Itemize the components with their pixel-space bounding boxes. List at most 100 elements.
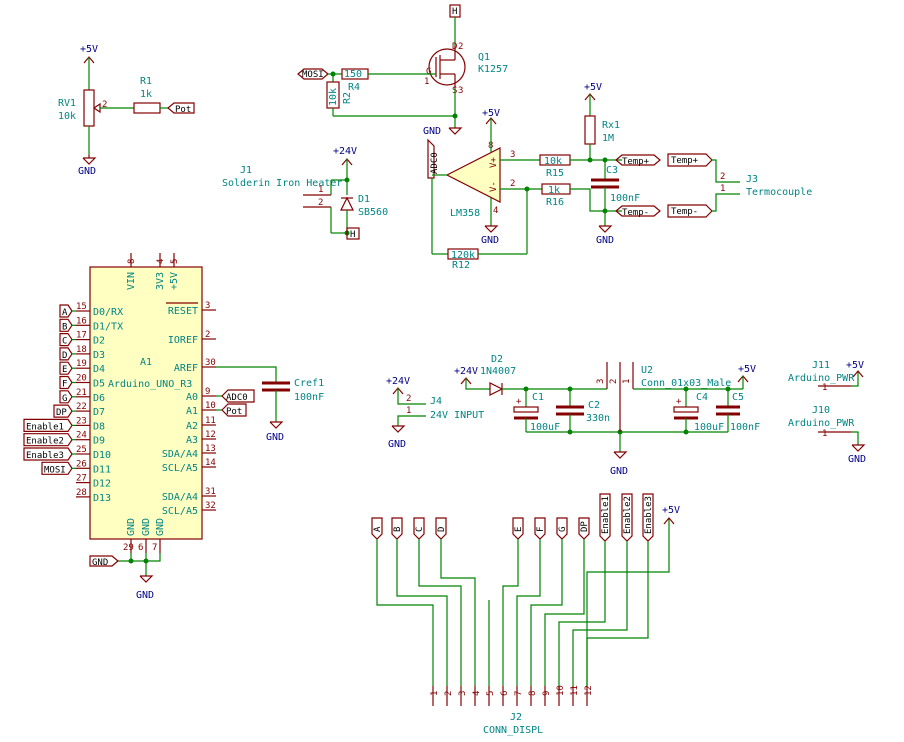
r15-ref: R15 [546,168,564,179]
c1-body [513,406,539,413]
j2-wire-9 [572,541,628,686]
j3-temp-plus-label [667,153,713,167]
a1-right-pin-num-10: 32 [205,501,216,511]
a1-net-label-text-7: DP [56,408,67,418]
a1-left-pin-name-3: D3 [93,350,105,361]
j4-gnd-symbol [391,425,406,433]
j4-24v-label: +24V [386,376,410,387]
j2-net-label-text-9: Enable2 [623,496,633,534]
temp-minus-label-opamp [615,205,661,217]
j2-wire-8 [558,541,606,686]
a1-right-pins: 3RESET2IOREF30AREF9A010A111A212A313SDA/A… [162,301,216,517]
a1-right-pin-name-10: SCL/A5 [162,506,198,517]
j2-pin-num-3: 4 [472,691,482,696]
j2-pin-num-5: 6 [500,691,510,696]
power-supply-circuit: +24V D2 1N4007 + C1 100uF C2 330n 3 2 1 … [454,354,760,477]
j11-5v-label: +5V [846,360,864,371]
j2-value: CONN_DISPL [483,725,543,736]
a1-left-pin-name-11: D11 [93,464,111,475]
a1-left-pin-name-2: D2 [93,336,105,347]
d1-value: SB560 [358,207,388,218]
r1-value: 1k [140,89,152,100]
u2-pin2: 2 [609,379,619,384]
cref1-gnd-label: GND [266,432,284,443]
j3-thermocouple: Temp+ Temp- 2 1 J3 Termocouple [667,153,812,218]
a1-right-pin-num-2: 30 [205,358,216,368]
pot-label-a1 [221,403,247,417]
j2-wire-0 [376,539,434,686]
a1-net-label-text-4: E [62,365,67,375]
j2-pin-num-7: 8 [528,691,538,696]
a1-net-label-11 [41,461,73,475]
u2-pin1: 1 [622,379,632,384]
j2-wire-3 [440,539,476,686]
j2-wire-1 [396,539,448,686]
j3-pin1: 1 [720,184,725,194]
j4-pin1: 1 [406,406,411,416]
a1-left-pin-name-1: D1/TX [93,321,123,332]
j2-net-label-text-4: E [514,527,524,532]
j2-net-label-text-2: C [415,527,425,532]
r16-ref: R16 [546,197,564,208]
a1-value: Arduino_UNO_R3 [108,379,192,390]
j1-pin1: 1 [318,185,323,195]
j2-wire-4 [502,539,519,686]
j2-wire-7 [544,539,585,686]
r4-ref: R4 [348,82,360,93]
j2-net-label-text-3: D [437,527,447,532]
a1-net-label-text-3: D [62,351,67,361]
j10-value: Arduino_PWR [788,418,855,429]
a1-right-pin-name-7: SDA/A4 [162,449,198,460]
a1-left-pin-name-0: D0/RX [93,307,123,318]
c1-ref: C1 [532,392,544,403]
a1-body [89,266,203,540]
a1-left-pin-name-4: D4 [93,364,105,375]
a1-right-pin-name-1: IOREF [168,335,198,346]
j3-value: Termocouple [746,187,812,198]
d2-ref: D2 [491,354,503,365]
q1-pin-d: D [452,42,457,52]
adc0-label-a1 [221,389,255,403]
opamp-5v-label: +5V [482,108,500,119]
rv1-body [83,89,95,127]
j2-wire-5v [586,518,670,686]
rv1-5v-label: +5V [80,44,98,55]
a1-right-pin-name-2: AREF [174,363,198,374]
adc0-label-a1-text: ADC0 [226,393,248,403]
c2-value: 330n [586,413,610,424]
temp-plus-label-opamp-text: Temp+ [622,157,650,167]
j2-net-label-1 [391,517,403,540]
gnd-label-a1 [89,555,119,567]
j2-net-label-text-7: DP [580,521,590,532]
a1-net-label-8 [23,418,73,432]
q1-pin-g: G [426,67,431,77]
j3-temp-minus-label [667,204,713,218]
d1-body [340,196,354,211]
q1-gnd-label: GND [423,126,441,137]
a1-right-pin-num-3: 9 [205,387,210,397]
rx1-5v-label: +5V [584,82,602,93]
c5-value: 100nF [730,422,760,433]
a1-bottom-pin-name-1: GND [141,518,152,536]
q1-h-label-text: H [452,7,457,17]
pot-label-r1-text: Pot [175,105,191,115]
d2-value: 1N4007 [480,366,516,377]
a1-right-pin-num-9: 31 [205,487,216,497]
a1-left-pin-num-12: 27 [76,474,87,484]
rx1-value: 1M [602,133,614,144]
a1-right-pin-num-8: 14 [205,458,216,468]
opamp-pin3: 3 [510,150,515,160]
r2-value: 10k [328,88,339,106]
j11-value: Arduino_PWR [788,373,855,384]
a1-gnd-symbol [139,575,154,583]
cref1-value: 100nF [294,392,324,403]
a1-net-label-text-8: Enable1 [26,422,64,432]
q1-gnd-symbol [448,127,463,135]
j2-pin-num-1: 2 [444,691,454,696]
a1-net-label-text-2: C [62,337,67,347]
adc0-label-opamp-text: ADC0 [430,152,440,174]
